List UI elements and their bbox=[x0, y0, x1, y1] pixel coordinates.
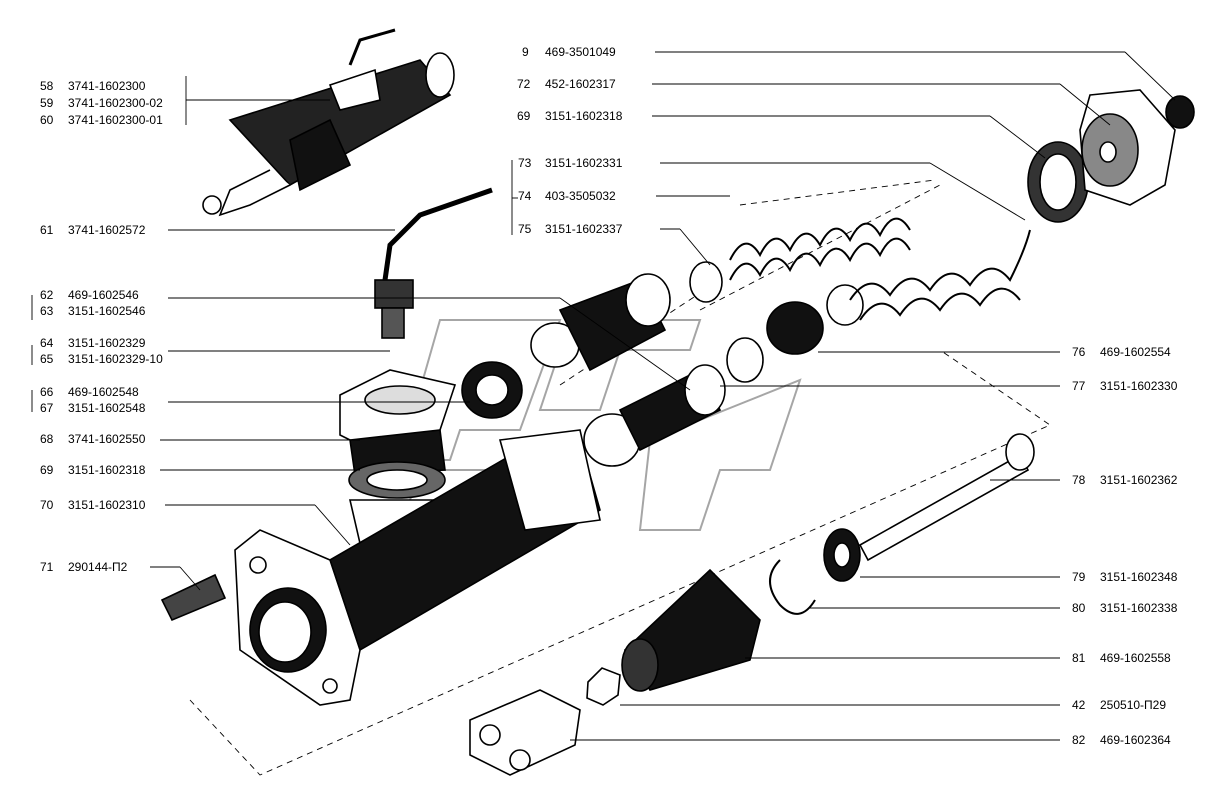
callout-number: 72 bbox=[517, 77, 531, 91]
callout-code: 3741-1602300-01 bbox=[68, 113, 163, 127]
callout-code: 3741-1602300 bbox=[68, 79, 146, 93]
piston-seals bbox=[461, 261, 864, 467]
callout-code: 3151-1602310 bbox=[68, 498, 146, 512]
callout-number: 42 bbox=[1072, 698, 1086, 712]
callout-code: 452-1602317 bbox=[545, 77, 616, 91]
callout-code: 3151-1602331 bbox=[545, 156, 623, 170]
fitting-tube bbox=[374, 187, 493, 339]
callout-number: 59 bbox=[40, 96, 54, 110]
callout-code: 3151-1602329 bbox=[68, 336, 146, 350]
callout-code: 250510-П29 bbox=[1100, 698, 1166, 712]
push-rod bbox=[823, 433, 1035, 582]
callout-labels: 58 3741-1602300 59 3741-1602300-02 60 37… bbox=[40, 45, 1178, 747]
callout-code: 3151-1602338 bbox=[1100, 601, 1178, 615]
callout-number: 81 bbox=[1072, 651, 1086, 665]
callout-number: 64 bbox=[40, 336, 54, 350]
callout-number: 80 bbox=[1072, 601, 1086, 615]
callout-number: 71 bbox=[40, 560, 54, 574]
callout-number: 69 bbox=[517, 109, 531, 123]
callout-code: 403-3505032 bbox=[545, 189, 616, 203]
callout-number: 77 bbox=[1072, 379, 1086, 393]
stud-bolt bbox=[160, 573, 227, 622]
callout-number: 74 bbox=[518, 189, 532, 203]
callout-number: 63 bbox=[40, 304, 54, 318]
callout-number: 75 bbox=[518, 222, 532, 236]
callout-number: 69 bbox=[40, 463, 54, 477]
callout-code: 469-1602558 bbox=[1100, 651, 1171, 665]
callout-number: 67 bbox=[40, 401, 54, 415]
retaining-ring bbox=[769, 559, 816, 615]
reservoir-cap bbox=[1027, 89, 1195, 223]
callout-code: 469-1602554 bbox=[1100, 345, 1171, 359]
callout-number: 9 bbox=[522, 45, 529, 59]
callout-number: 65 bbox=[40, 352, 54, 366]
callout-code: 3151-1602337 bbox=[545, 222, 623, 236]
callout-code: 290144-П2 bbox=[68, 560, 128, 574]
callout-number: 76 bbox=[1072, 345, 1086, 359]
assembly-guides bbox=[189, 179, 1051, 776]
callout-code: 3741-1602300-02 bbox=[68, 96, 163, 110]
callout-number: 66 bbox=[40, 385, 54, 399]
callout-code: 469-3501049 bbox=[545, 45, 616, 59]
callout-number: 62 bbox=[40, 288, 54, 302]
cylinder-body bbox=[234, 429, 601, 706]
nut-and-clevis bbox=[469, 667, 621, 776]
master-cylinder-assembly-small bbox=[202, 28, 455, 217]
callout-code: 3741-1602572 bbox=[68, 223, 146, 237]
callout-code: 469-1602548 bbox=[68, 385, 139, 399]
callout-number: 60 bbox=[40, 113, 54, 127]
callout-number: 82 bbox=[1072, 733, 1086, 747]
callout-code: 3151-1602546 bbox=[68, 304, 146, 318]
callout-code: 3151-1602548 bbox=[68, 401, 146, 415]
callout-number: 61 bbox=[40, 223, 54, 237]
callout-code: 3151-1602362 bbox=[1100, 473, 1178, 487]
callout-number: 68 bbox=[40, 432, 54, 446]
callout-code: 469-1602364 bbox=[1100, 733, 1171, 747]
callout-number: 73 bbox=[518, 156, 532, 170]
callout-code: 3151-1602318 bbox=[68, 463, 146, 477]
callout-number: 79 bbox=[1072, 570, 1086, 584]
callout-code: 3151-1602329-10 bbox=[68, 352, 163, 366]
callout-number: 78 bbox=[1072, 473, 1086, 487]
callout-number: 70 bbox=[40, 498, 54, 512]
callout-code: 469-1602546 bbox=[68, 288, 139, 302]
callout-number: 58 bbox=[40, 79, 54, 93]
rubber-boot bbox=[621, 568, 761, 692]
callout-code: 3151-1602330 bbox=[1100, 379, 1178, 393]
callout-code: 3151-1602318 bbox=[545, 109, 623, 123]
leader-lines bbox=[31, 51, 1176, 741]
callout-code: 3741-1602550 bbox=[68, 432, 146, 446]
return-springs bbox=[729, 217, 1031, 321]
callout-code: 3151-1602348 bbox=[1100, 570, 1178, 584]
